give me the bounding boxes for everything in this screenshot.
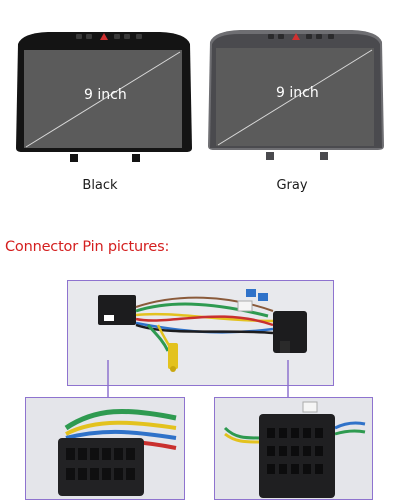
- connector-icon: [215, 398, 372, 499]
- hazard-icon: [100, 33, 108, 40]
- harness-photo: [67, 280, 334, 386]
- section-title: Connector Pin pictures:: [5, 239, 170, 255]
- color-label-black: Black: [82, 178, 118, 193]
- pin-socket-icon: [26, 398, 184, 499]
- connector-photo: [214, 397, 373, 500]
- radio-frame-black: [16, 32, 192, 162]
- radio-frame-gray: [208, 30, 384, 160]
- size-label: 9 inch: [84, 87, 127, 103]
- harness-icon: [68, 281, 333, 385]
- product-gray: 9 inch: [200, 28, 392, 168]
- product-black: 9 inch: [8, 30, 200, 170]
- hazard-icon: [292, 33, 300, 40]
- pin-socket-photo: [25, 397, 185, 500]
- size-label: 9 inch: [276, 85, 319, 101]
- color-label-gray: Gray: [276, 178, 308, 193]
